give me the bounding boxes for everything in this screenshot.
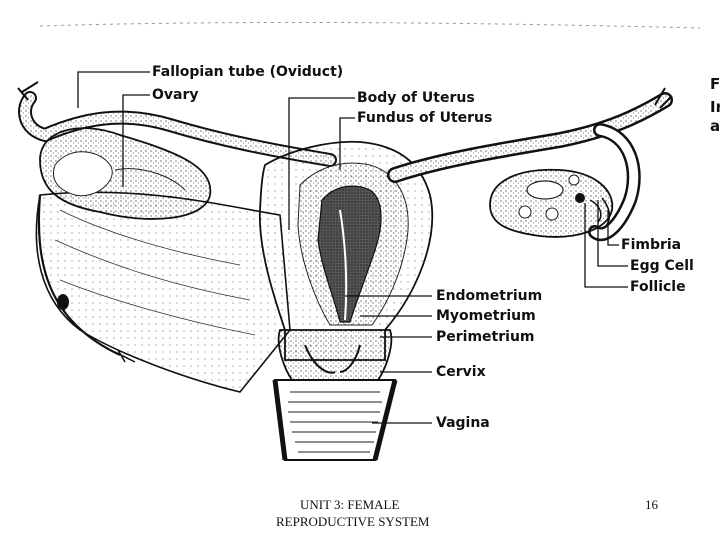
vagina-rugae [288,391,382,453]
label-myometrium: Myometrium [436,308,536,324]
follicle-shape [518,205,532,219]
top-edge-artifact [39,21,701,29]
label-body-of-uterus: Body of Uterus [357,90,475,106]
footer-unit-line2: REPRODUCTIVE SYSTEM [276,514,430,529]
label-follicle: Follicle [630,279,686,295]
label-fimbria: Fimbria [621,237,682,253]
fimbria-shape [589,197,611,227]
leader-egg-cell [597,200,628,267]
egg-cell-shape [526,180,564,200]
label-vagina: Vagina [436,415,490,431]
label-egg-cell: Egg Cell [630,258,694,274]
edge-text-2: Ir [710,98,720,116]
label-perimetrium: Perimetrium [436,329,535,345]
leader-fundus-uterus [339,117,355,170]
broad-ligament [35,191,291,393]
leader-fallopian-tube [77,71,150,108]
footer-unit-line1: UNIT 3: FEMALE [300,497,400,512]
leader-follicle [584,203,628,288]
round-ligament-tail [114,349,136,363]
label-fallopian-tube: Fallopian tube (Oviduct) [152,64,344,80]
label-cervix: Cervix [436,364,486,380]
leader-body-uterus [288,97,355,230]
endometrium-cavity [317,185,382,323]
ligament-round-edge [37,194,121,356]
broad-ligament-folds [54,209,256,336]
label-endometrium: Endometrium [436,288,543,304]
page-number: 16 [645,497,658,512]
label-fundus-of-uterus: Fundus of Uterus [357,110,493,126]
right-ovary [489,168,614,238]
label-ovary: Ovary [152,87,199,103]
left-tube-end [17,81,39,101]
leader-ovary [122,94,150,187]
right-tube-end [654,87,673,109]
ligament-node [57,294,69,310]
edge-text-3: a [710,117,720,135]
edge-text-1: F [710,75,720,93]
leader-fimbria [607,210,619,246]
